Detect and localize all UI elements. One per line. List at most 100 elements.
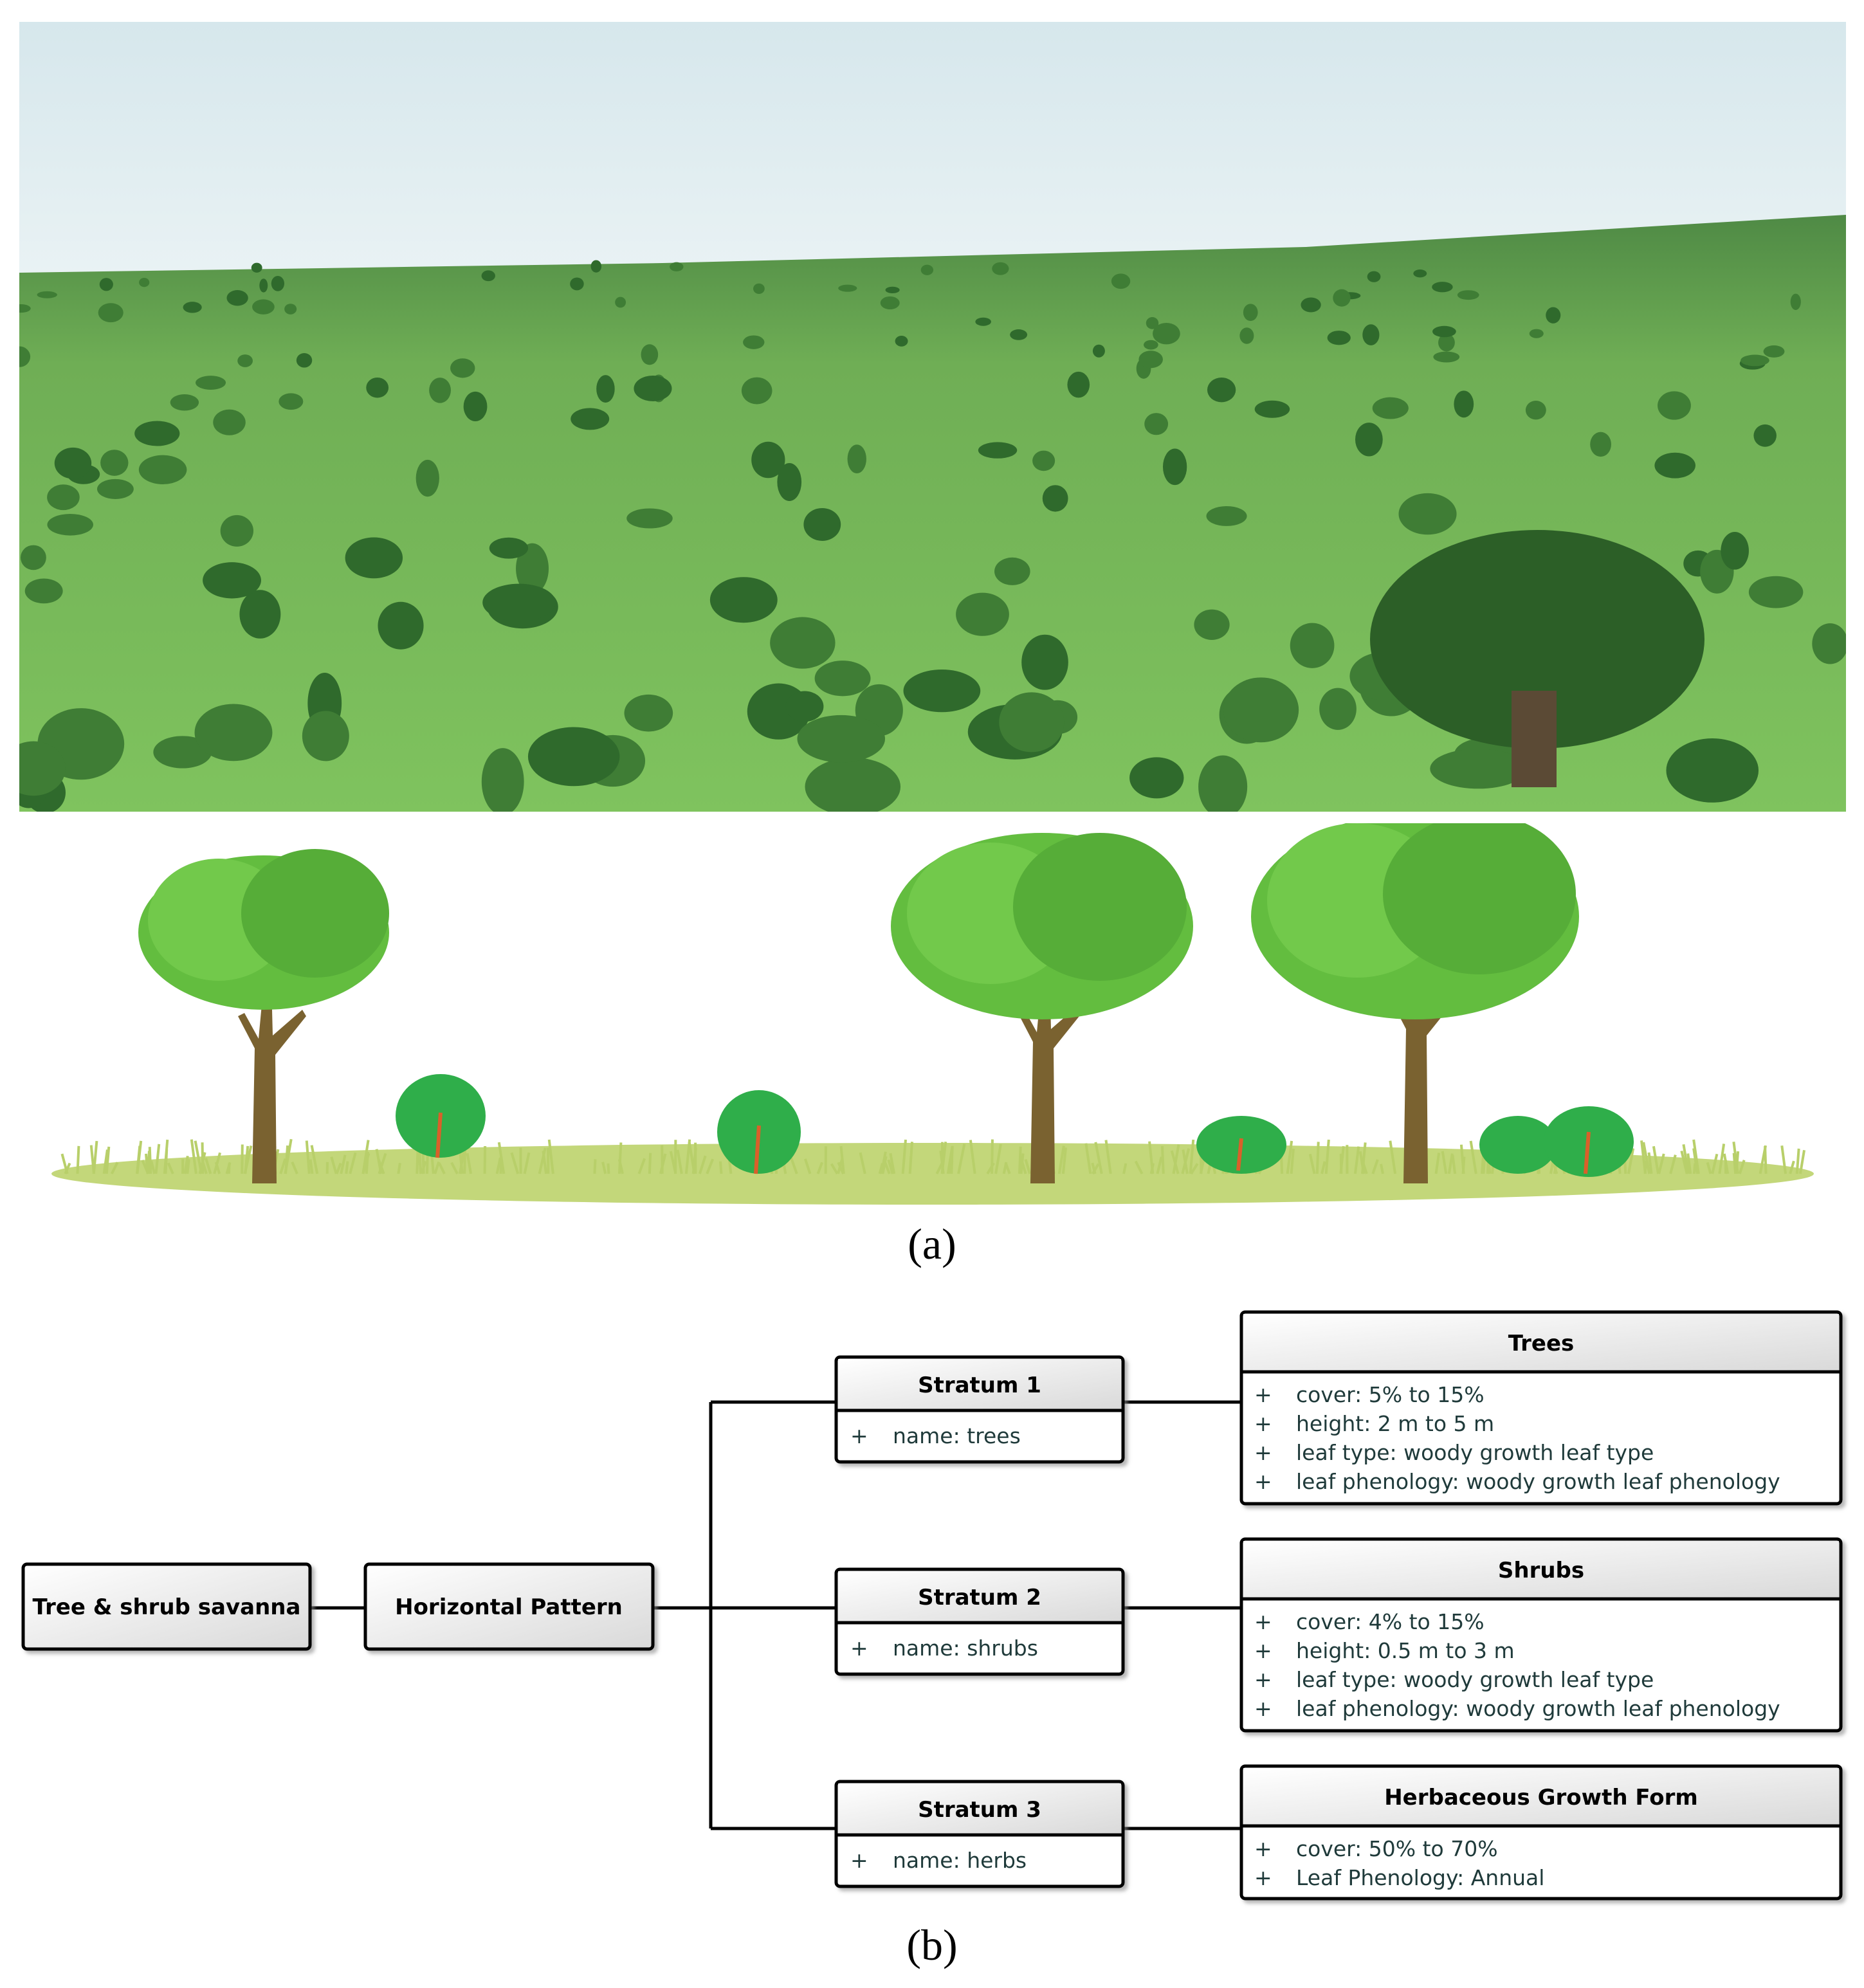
- caption-b: (b): [906, 1920, 958, 1969]
- photo-tree: [1658, 391, 1691, 420]
- grass-blade: [1160, 1145, 1165, 1174]
- photo-tree: [153, 736, 212, 769]
- photo-tree: [903, 670, 981, 713]
- plus-symbol: +: [1254, 1865, 1272, 1890]
- photo-tree: [37, 291, 57, 298]
- stratum-3-attr: name: herbs: [893, 1848, 1027, 1873]
- grass-blade: [1189, 1139, 1195, 1174]
- plus-symbol: +: [1254, 1609, 1272, 1634]
- grass-blade: [698, 1155, 707, 1174]
- photo-tree: [1144, 413, 1169, 435]
- shrubs-leaf-phenology: leaf phenology: woody growth leaf phenol…: [1296, 1696, 1780, 1721]
- grass-blade: [889, 1153, 896, 1174]
- photo-foreground-tree: [1370, 530, 1704, 749]
- photo-tree: [1430, 749, 1527, 789]
- trees-details-box: Trees + cover: 5% to 15% + height: 2 m t…: [1239, 1310, 1843, 1506]
- photo-tree: [709, 577, 778, 623]
- photo-tree: [615, 296, 626, 308]
- photo-tree: [1590, 432, 1611, 457]
- grass-blade: [1459, 1144, 1465, 1174]
- photo-tree: [1032, 450, 1055, 471]
- photo-tree: [463, 391, 488, 422]
- grass-blade: [1018, 1146, 1022, 1174]
- illustration-shrub: [1544, 1106, 1634, 1177]
- grass-blade: [688, 1142, 696, 1174]
- grass-blade: [190, 1139, 197, 1174]
- grass-blade: [1084, 1143, 1092, 1174]
- photo-tree: [753, 283, 765, 295]
- pattern-label: Horizontal Pattern: [395, 1594, 623, 1620]
- photo-tree: [1790, 293, 1801, 310]
- grass-blade: [523, 1152, 531, 1174]
- grass-blade: [547, 1139, 554, 1174]
- grass-blade: [225, 1162, 232, 1174]
- photo-tree: [1367, 271, 1381, 282]
- grass-blade: [1380, 1163, 1384, 1174]
- photo-tree: [1198, 755, 1248, 812]
- photo-tree: [805, 757, 901, 812]
- grass-blade: [1652, 1145, 1660, 1174]
- grass-blade: [1764, 1145, 1768, 1174]
- stratum-diagram: Tree & shrub savanna Horizontal Pattern …: [21, 1310, 1843, 1901]
- photo-tree: [1021, 634, 1068, 690]
- photo-tree: [54, 447, 92, 479]
- photo-tree: [237, 354, 253, 367]
- shrubs-height: height: 0.5 m to 3 m: [1296, 1638, 1515, 1663]
- grass-blade: [76, 1145, 80, 1174]
- photo-tree: [1457, 290, 1479, 300]
- illustration-tree: [1251, 823, 1579, 1183]
- shrubs-title: Shrubs: [1498, 1558, 1584, 1583]
- photo-tree: [785, 691, 824, 722]
- photo-tree: [139, 278, 150, 287]
- grass-blade: [676, 1149, 683, 1174]
- grass-blade: [1451, 1154, 1457, 1174]
- grass-blade: [837, 1162, 845, 1174]
- grass-blade: [908, 1142, 914, 1174]
- photo-tree: [777, 462, 802, 501]
- grass-blade: [830, 1163, 839, 1175]
- grass-blade: [167, 1162, 174, 1174]
- grass-blade: [1156, 1156, 1163, 1174]
- photo-tree: [416, 459, 439, 497]
- grass-blade: [1686, 1153, 1692, 1174]
- savanna-photo: [19, 22, 1846, 812]
- photo-tree: [1413, 269, 1427, 278]
- photo-tree: [226, 290, 248, 306]
- grass-blade: [1308, 1153, 1316, 1174]
- plus-symbol: +: [1254, 1638, 1272, 1663]
- photo-tree: [1223, 677, 1299, 743]
- photo-tree: [482, 583, 556, 622]
- grass-blade: [434, 1161, 441, 1174]
- photo-tree: [1129, 757, 1184, 799]
- grass-blade: [1706, 1162, 1712, 1174]
- photo-tree: [450, 358, 475, 378]
- grass-blade: [1711, 1153, 1719, 1174]
- grass-blade: [483, 1145, 487, 1174]
- grass-blade: [1643, 1160, 1648, 1174]
- grass-blade: [1732, 1141, 1739, 1174]
- grass-blade: [243, 1145, 253, 1174]
- grass-blade: [1353, 1146, 1360, 1174]
- grass-blade: [1371, 1159, 1379, 1174]
- plus-symbol: +: [1254, 1836, 1272, 1861]
- photo-tree: [1111, 273, 1131, 289]
- grass-blade: [617, 1159, 624, 1174]
- grass-blade: [1094, 1142, 1103, 1174]
- photo-tree: [284, 304, 297, 315]
- illustration-shrub: [1196, 1116, 1286, 1174]
- grass-blade: [148, 1147, 152, 1174]
- grass-blade: [901, 1139, 908, 1174]
- grass-blade: [1134, 1160, 1144, 1174]
- grass-blade: [141, 1160, 150, 1174]
- grass-blade: [213, 1152, 222, 1174]
- photo-tree: [1290, 623, 1335, 668]
- grass-blade: [538, 1147, 547, 1174]
- grass-blade: [205, 1158, 212, 1174]
- grass-blade: [1692, 1148, 1699, 1174]
- grass-blade: [969, 1140, 976, 1174]
- photo-tree: [96, 479, 134, 499]
- herbaceous-title: Herbaceous Growth Form: [1384, 1785, 1698, 1810]
- illustration-tree: [138, 849, 389, 1183]
- photo-tree: [920, 264, 934, 275]
- photo-tree: [1301, 297, 1321, 313]
